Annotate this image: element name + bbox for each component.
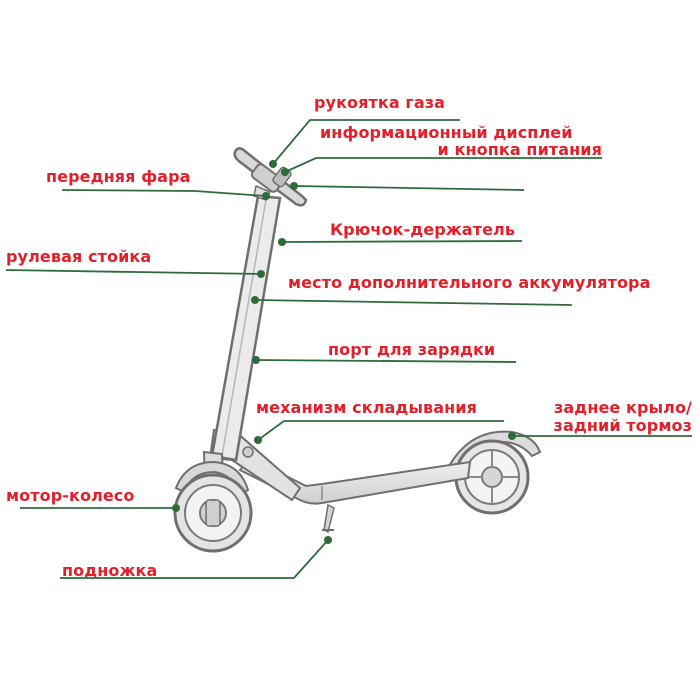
label-rear-fender-line2: задний тормоз [553, 416, 692, 435]
steering-stem [210, 194, 282, 462]
leader-throttle [272, 119, 460, 165]
rear-wheel [454, 439, 530, 515]
label-display-line1: информационный дисплей [320, 123, 573, 142]
dot-stem [257, 270, 265, 278]
leader-extra-battery [254, 299, 573, 306]
dot-extra-battery [251, 296, 259, 304]
leader-display [284, 157, 602, 173]
label-stem: рулевая стойка [6, 247, 152, 266]
label-motor-wheel: мотор-колесо [6, 486, 135, 505]
dot-rear-fender [508, 432, 516, 440]
label-display-line2: и кнопка питания [437, 140, 602, 159]
label-hook: Крючок-держатель [330, 220, 516, 239]
dot-display [281, 168, 289, 176]
leader-stem [5, 269, 262, 275]
label-folding: механизм складывания [256, 398, 477, 417]
dot-headlight [262, 192, 270, 200]
leader-charging-port [255, 359, 517, 363]
label-kickstand: подножка [62, 561, 158, 580]
label-rear-fender-line1: заднее крыло/ [554, 398, 692, 417]
kickstand [322, 503, 335, 534]
leader-headlight [61, 189, 267, 197]
dot-throttle [269, 160, 277, 168]
dot-kickstand [324, 536, 332, 544]
dot-hook [278, 238, 286, 246]
dot-motor-wheel [172, 504, 180, 512]
leader-hook [281, 240, 523, 243]
label-charging-port: порт для зарядки [328, 340, 496, 359]
front-motor-wheel [173, 473, 253, 553]
label-headlight: передняя фара [46, 167, 191, 186]
dot-charging-port [252, 356, 260, 364]
leader-headlight-right [293, 185, 525, 191]
leader-folding [257, 420, 504, 441]
dot-headlight-right [290, 182, 298, 190]
label-extra-battery: место дополнительного аккумулятора [288, 273, 651, 292]
dot-folding [254, 436, 262, 444]
label-throttle: рукоятка газа [314, 93, 446, 112]
leader-kickstand [60, 539, 329, 579]
